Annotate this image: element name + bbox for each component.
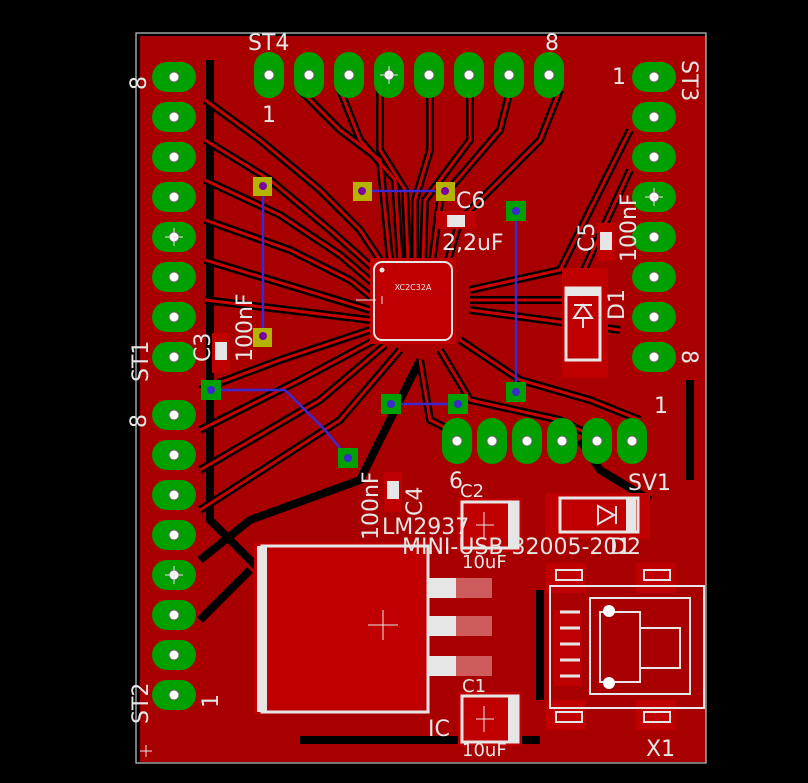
st4-pin-last: 8 (545, 31, 559, 56)
st2-label: ST2 (129, 683, 154, 724)
capacitor-c2 (458, 498, 522, 552)
sv1-pin-last: 6 (449, 469, 463, 494)
capacitor-c3 (212, 333, 230, 373)
c6-value: 2,2uF (442, 231, 504, 256)
header-st2-cross (165, 566, 183, 584)
c4-label: C4 (403, 487, 428, 516)
header-st4 (254, 52, 564, 98)
header-sv1 (442, 418, 647, 464)
ic-label: IC (428, 717, 450, 742)
header-st1-cross (165, 228, 183, 246)
c3-value: 100nF (233, 293, 258, 362)
capacitor-c1 (458, 692, 522, 746)
capacitor-c5 (597, 223, 615, 261)
st3-label: ST3 (676, 60, 701, 101)
usb-label: MINI-USB-32005-201 (402, 535, 631, 560)
d1-label: D1 (605, 289, 630, 320)
capacitor-c4 (384, 472, 402, 512)
diode-d2 (545, 493, 650, 539)
st4-pin-first: 1 (262, 103, 276, 128)
c2-label: C2 (460, 481, 484, 502)
st3-pin-last: 8 (676, 350, 701, 364)
st1-label: ST1 (129, 341, 154, 382)
st2-pin-last: 8 (127, 414, 152, 428)
bottom-traces (211, 186, 518, 459)
c1-value: 10uF (462, 740, 507, 761)
board-outline (135, 32, 707, 764)
st3-pin-first: 1 (612, 65, 626, 90)
vias (201, 177, 526, 468)
st1-pin-last: 8 (127, 76, 152, 90)
header-st3-cross (645, 188, 663, 206)
c6-label: C6 (456, 189, 485, 214)
usb-connector (546, 563, 705, 730)
diode-d1 (562, 268, 608, 378)
c5-value: 100nF (617, 193, 642, 262)
sv1-pin-first: 1 (654, 394, 668, 419)
origin-cross (140, 745, 152, 757)
c4-value: 100nF (359, 471, 384, 540)
c1-label: C1 (462, 676, 486, 697)
c3-label: C3 (191, 333, 216, 362)
copper-traces (199, 88, 641, 512)
d2-label: D2 (610, 535, 641, 560)
header-st1 (152, 62, 196, 372)
st2-pin-first: 1 (199, 694, 224, 708)
capacitor-c6 (436, 211, 476, 229)
c2-value: 10uF (462, 552, 507, 573)
sv1-label: SV1 (628, 471, 671, 496)
voltage-regulator (254, 542, 492, 714)
header-st2 (152, 400, 196, 710)
regulator-label: LM2937 (382, 515, 469, 540)
x1-label: X1 (646, 737, 675, 762)
ic-main-label: XC2C32A (395, 283, 432, 292)
c5-label: C5 (575, 223, 600, 252)
header-st4-cross (380, 66, 398, 84)
st4-label: ST4 (248, 31, 289, 56)
ic-xc2c32a (356, 258, 456, 344)
header-st3 (632, 62, 676, 372)
